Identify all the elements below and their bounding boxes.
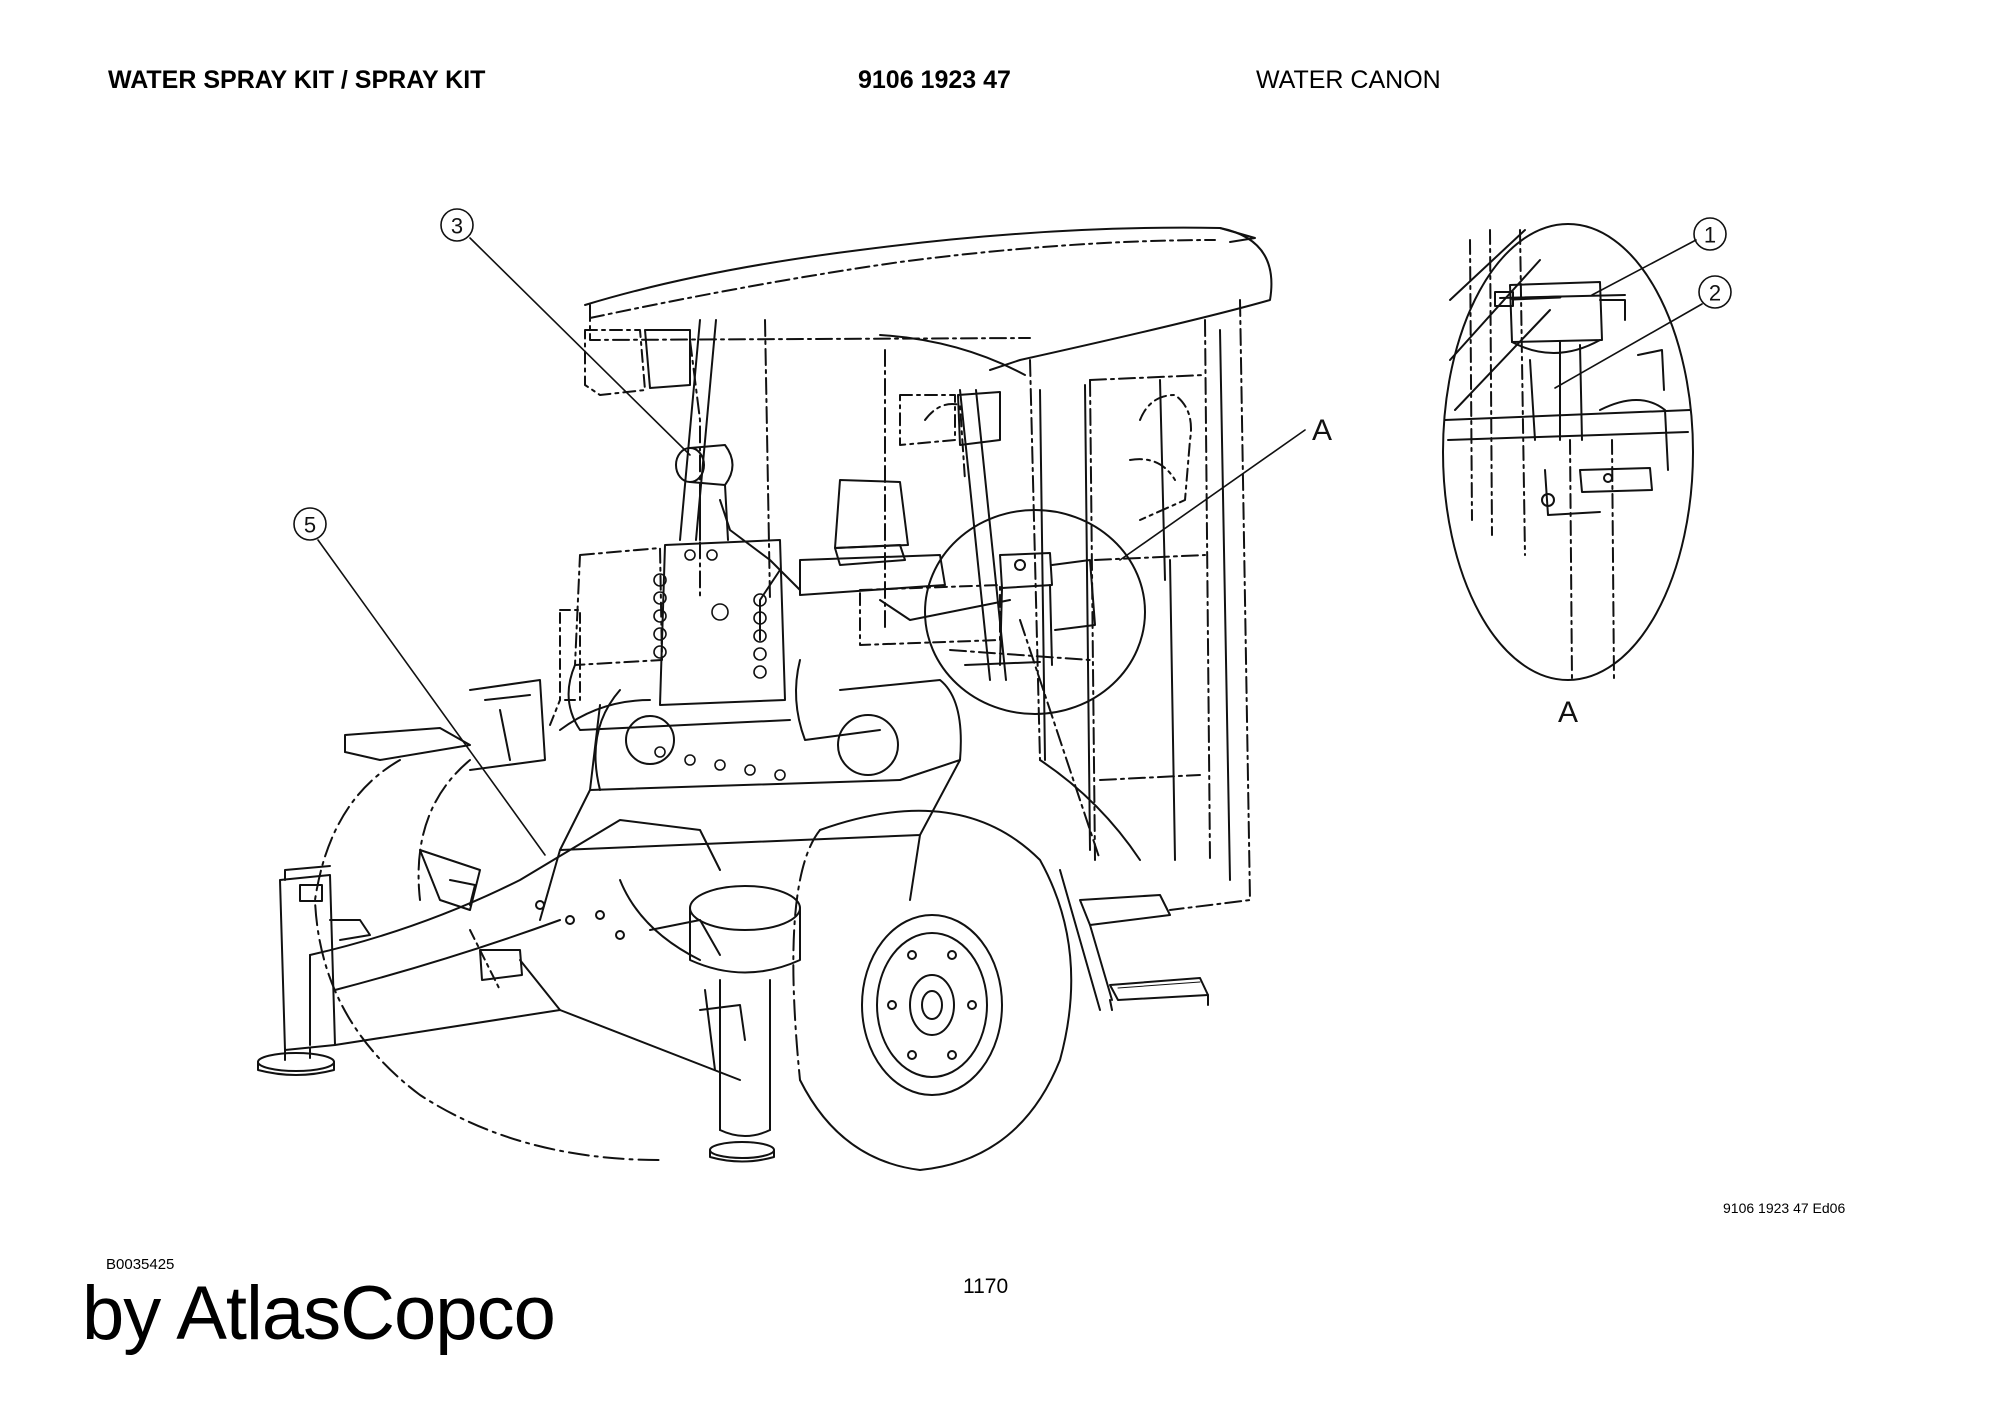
- detail-view-label: A: [1558, 696, 1578, 729]
- rear-drum: [314, 759, 661, 1161]
- operator-seat: [924, 394, 1192, 521]
- front-lights: [584, 329, 1001, 446]
- cab-solid-edges: [1039, 329, 1231, 881]
- callout-5: 5: [304, 513, 316, 538]
- callout-2: 2: [1709, 281, 1721, 306]
- canister: [675, 444, 801, 591]
- kit-title: WATER SPRAY KIT / SPRAY KIT: [108, 66, 486, 94]
- front-chassis: [539, 539, 1011, 921]
- steering-console: [759, 479, 1001, 646]
- page-number: 1170: [963, 1275, 1009, 1298]
- detail-view-a-outline: [1442, 223, 1694, 681]
- front-wheel: [792, 809, 1073, 1171]
- rear-feet: [257, 1047, 775, 1163]
- detail-source-label: A: [1312, 414, 1332, 447]
- section-title: WATER CANON: [1256, 66, 1441, 94]
- drawing-code: 9106 1923 47 Ed06: [1723, 1200, 1846, 1216]
- cab-roof: [584, 226, 1273, 376]
- detail-source-circle: [924, 509, 1146, 715]
- cab-frame: [589, 299, 1251, 911]
- hydraulic-cylinder: [689, 885, 801, 1137]
- chassis-bolts: [653, 549, 786, 781]
- callout-1: 1: [1704, 223, 1716, 248]
- part-number: 9106 1923 47: [858, 66, 1011, 94]
- brand-logo: by AtlasCopco: [82, 1271, 556, 1356]
- callout-circles: [293, 208, 1732, 541]
- cab-steps: [1059, 869, 1209, 1011]
- leader-lines: [317, 237, 1703, 856]
- drawbar: [279, 819, 746, 1081]
- detail-view-a-contents: [1444, 229, 1691, 681]
- callout-3: 3: [451, 214, 463, 239]
- left-platform: [344, 679, 561, 771]
- rollbar: [679, 319, 1007, 681]
- reference-code: B0035425: [106, 1256, 175, 1273]
